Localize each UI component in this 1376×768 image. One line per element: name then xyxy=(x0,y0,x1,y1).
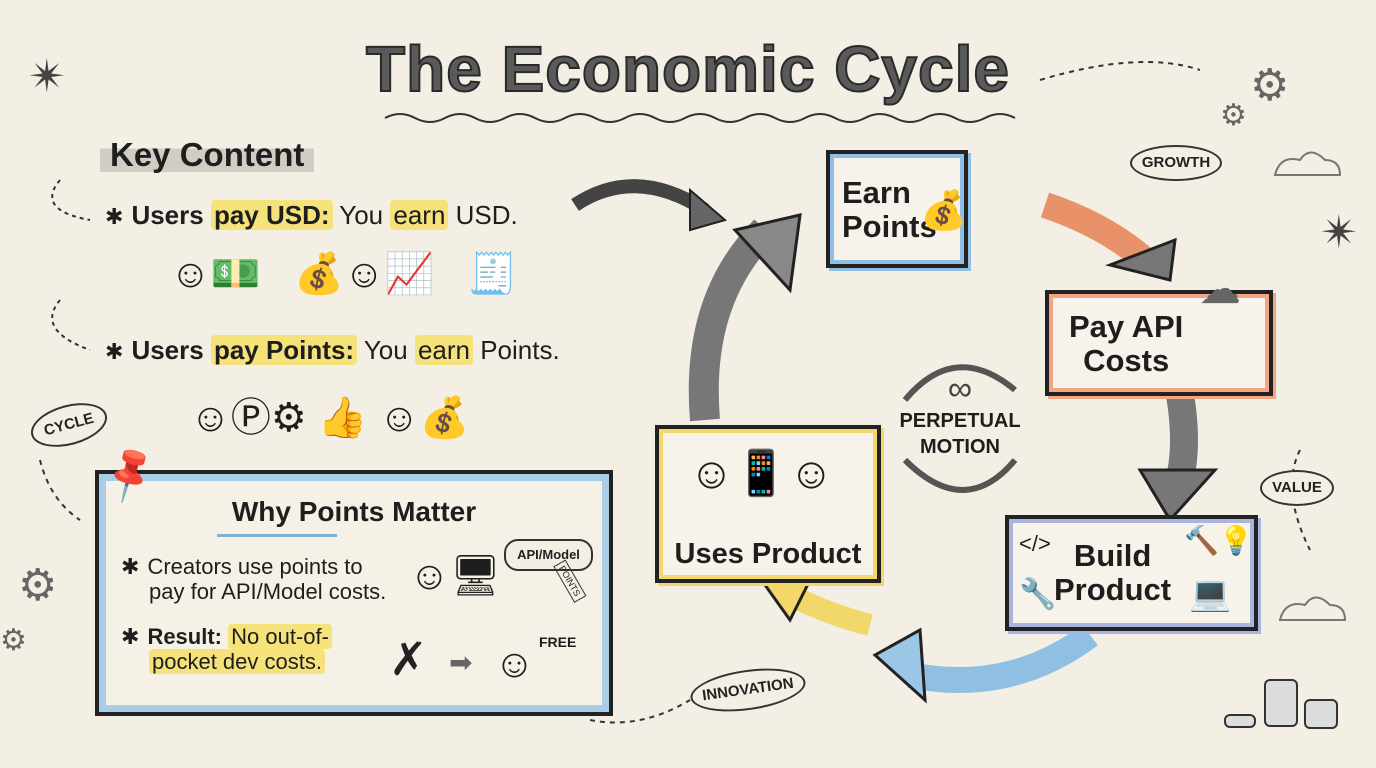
creator-computer-icon: ☺🖥 xyxy=(409,554,501,598)
starburst-icon: ✴✴ xyxy=(28,50,1359,258)
svg-text:✴: ✴ xyxy=(1320,206,1359,258)
coins-icon xyxy=(1224,679,1338,729)
code-icon: </> xyxy=(1019,531,1051,556)
growth-tag: GROWTH xyxy=(1130,145,1222,181)
laptop-icon: 💻 xyxy=(1189,575,1232,613)
why-points-matter-box: Why Points Matter ✱Creators use points t… xyxy=(95,470,613,716)
pay-api-label: Pay API xyxy=(1069,309,1184,344)
arrow-right-icon: ➡ xyxy=(449,647,473,678)
svg-text:✴: ✴ xyxy=(28,50,67,102)
crossed-wallet-icon: ✗ xyxy=(389,633,428,685)
arrow-earn-to-pay xyxy=(1040,192,1154,270)
cloud-icon xyxy=(1273,151,1347,621)
costs-label: Costs xyxy=(1083,343,1170,378)
bullet-pay-usd: ✱Users pay USD: You earn USD. xyxy=(105,200,518,230)
perpetual-arrows xyxy=(902,364,1018,493)
why-title-underline xyxy=(217,534,337,537)
free-label: FREE xyxy=(539,634,577,650)
earn-label: Earn xyxy=(842,175,911,210)
why-bullet-creators: ✱Creators use points to pay for API/Mode… xyxy=(121,554,387,604)
wrench-icon: 🔧 xyxy=(1019,578,1057,611)
uses-product-label: Uses Product xyxy=(674,538,862,570)
arrow-to-uses xyxy=(785,585,873,636)
asterisk-icon: ✱ xyxy=(105,204,124,229)
title-underline xyxy=(384,113,1016,123)
value-tag: VALUE xyxy=(1260,470,1334,506)
money-bag-icon: 💰 xyxy=(920,190,968,232)
page-title: The Economic Cycle xyxy=(365,32,1010,106)
uses-product-box: ☺📱☺ Uses Product xyxy=(655,425,881,583)
users-tablet-icon: ☺📱☺ xyxy=(689,449,834,498)
asterisk-icon: ✱ xyxy=(121,554,140,579)
arrow-uses-to-earn xyxy=(688,219,776,422)
arrow-to-earn xyxy=(571,179,709,216)
asterisk-icon: ✱ xyxy=(121,624,140,649)
product-label: Product xyxy=(1054,572,1172,607)
gear-icon: ⚙⚙⚙⚙ xyxy=(0,61,1289,657)
api-model-cloud: API/Model xyxy=(504,539,593,571)
svg-text:⚙: ⚙ xyxy=(18,561,57,610)
infinity-icon: ∞ xyxy=(948,370,972,408)
asterisk-icon: ✱ xyxy=(105,339,124,364)
key-content-heading: Key Content xyxy=(100,134,315,176)
points-exchange-illustration: ☺Ⓟ⚙ 👍 ☺💰 xyxy=(190,396,470,440)
happy-person-icon: ☺ xyxy=(494,642,535,686)
arrow-build-to-uses xyxy=(907,624,1098,693)
svg-text:⚙: ⚙ xyxy=(1220,99,1247,132)
bullet-pay-points: ✱Users pay Points: You earn Points. xyxy=(105,335,560,365)
money-exchange-illustration: ☺💵 💰☺📈 🧾 xyxy=(170,252,518,296)
why-points-title: Why Points Matter xyxy=(231,496,477,527)
why-bullet-result: ✱Result: No out-of- pocket dev costs. xyxy=(121,624,332,674)
hammer-lightbulb-icon: 🔨💡 xyxy=(1184,525,1254,556)
build-label: Build xyxy=(1073,538,1152,573)
svg-text:⚙: ⚙ xyxy=(0,624,27,657)
cloud-gears-icon: ☁ xyxy=(1199,265,1241,312)
svg-text:⚙: ⚙ xyxy=(1250,61,1289,110)
points-label: Points xyxy=(842,209,937,244)
